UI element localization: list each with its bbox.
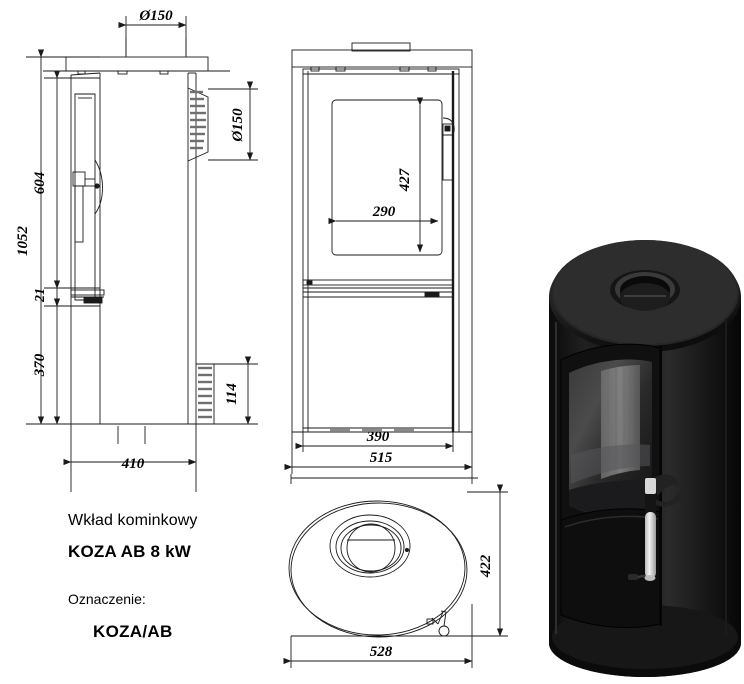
dim-glass-width: 290 [372, 204, 396, 220]
dim-upper-height: 604 [32, 171, 48, 194]
dim-body-width: 390 [366, 429, 390, 445]
text-block-rules [70, 476, 197, 492]
product-line-1: Wkład kominkowy [68, 512, 198, 529]
side-view-dimensions [26, 16, 258, 476]
dim-mid-height: 21 [33, 288, 48, 303]
dim-top-depth: 422 [478, 554, 494, 578]
dim-depth: 410 [121, 456, 145, 472]
top-view-geometry [288, 500, 468, 638]
dimension-labels: Ø150 Ø150 1052 604 21 370 114 410 427 29… [15, 8, 494, 660]
top-view-dimensions [283, 474, 508, 668]
dim-top-width: 528 [370, 644, 393, 660]
product-line-2: KOZA AB 8 kW [68, 542, 191, 561]
stove-render [549, 240, 741, 677]
dim-top-plate-width: 515 [370, 450, 393, 466]
front-view-dimensions [284, 97, 473, 474]
dim-total-height: 1052 [15, 226, 31, 257]
front-view-geometry [291, 42, 473, 433]
dim-glass-height: 427 [397, 168, 413, 192]
designation-value: KOZA/AB [93, 622, 173, 641]
dim-rear-outlet-height: 114 [224, 383, 240, 405]
dim-lower-height: 370 [32, 353, 48, 377]
dim-rear-flue-dia: Ø150 [230, 108, 246, 143]
dim-top-flue-dia: Ø150 [138, 8, 173, 24]
designation-label: Oznaczenie: [68, 591, 146, 607]
